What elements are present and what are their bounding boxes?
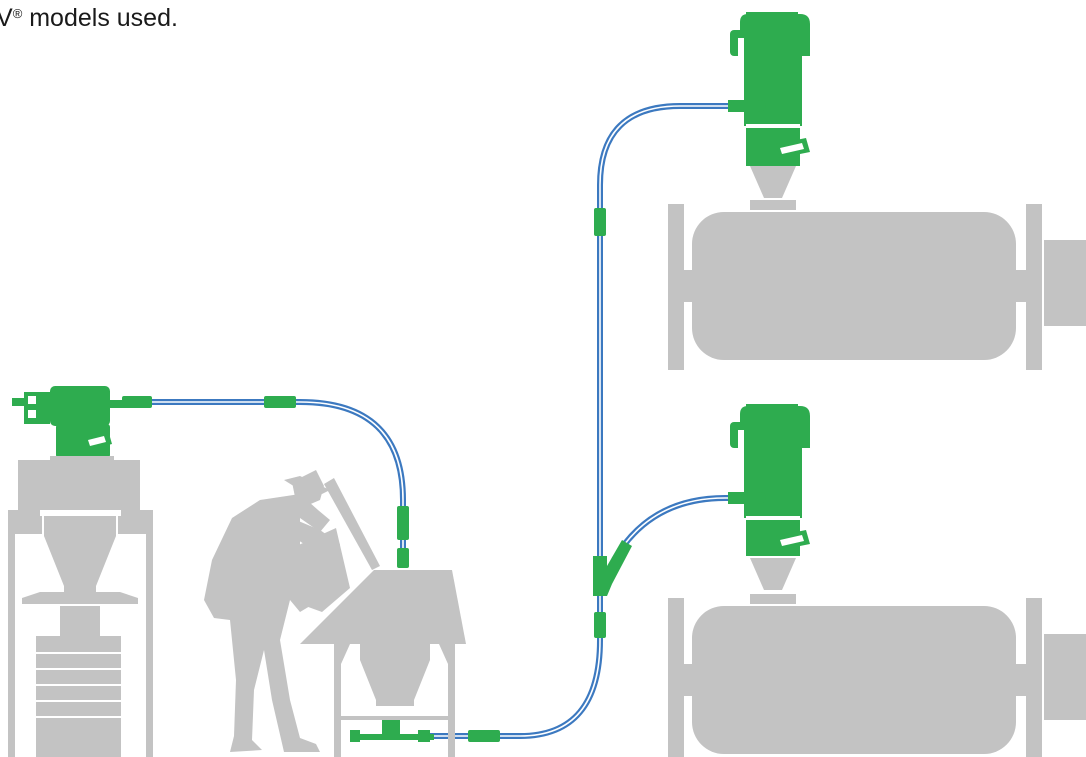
process-vessel-lower: [668, 598, 1086, 757]
caption-suffix: models used.: [22, 4, 178, 32]
tube-couplings: [122, 208, 632, 742]
receiver-upper: [728, 12, 810, 210]
caption: V® models used.: [0, 4, 178, 33]
bag-dump-station: [300, 570, 466, 757]
registered-mark: ®: [12, 6, 23, 21]
process-vessel-upper: [668, 204, 1086, 370]
bulk-bag-discharger: [8, 460, 153, 757]
left-receiver: [12, 386, 128, 462]
receiver-lower: [728, 404, 810, 604]
caption-prefix: V: [0, 4, 13, 32]
operator-silhouette: [204, 470, 380, 752]
